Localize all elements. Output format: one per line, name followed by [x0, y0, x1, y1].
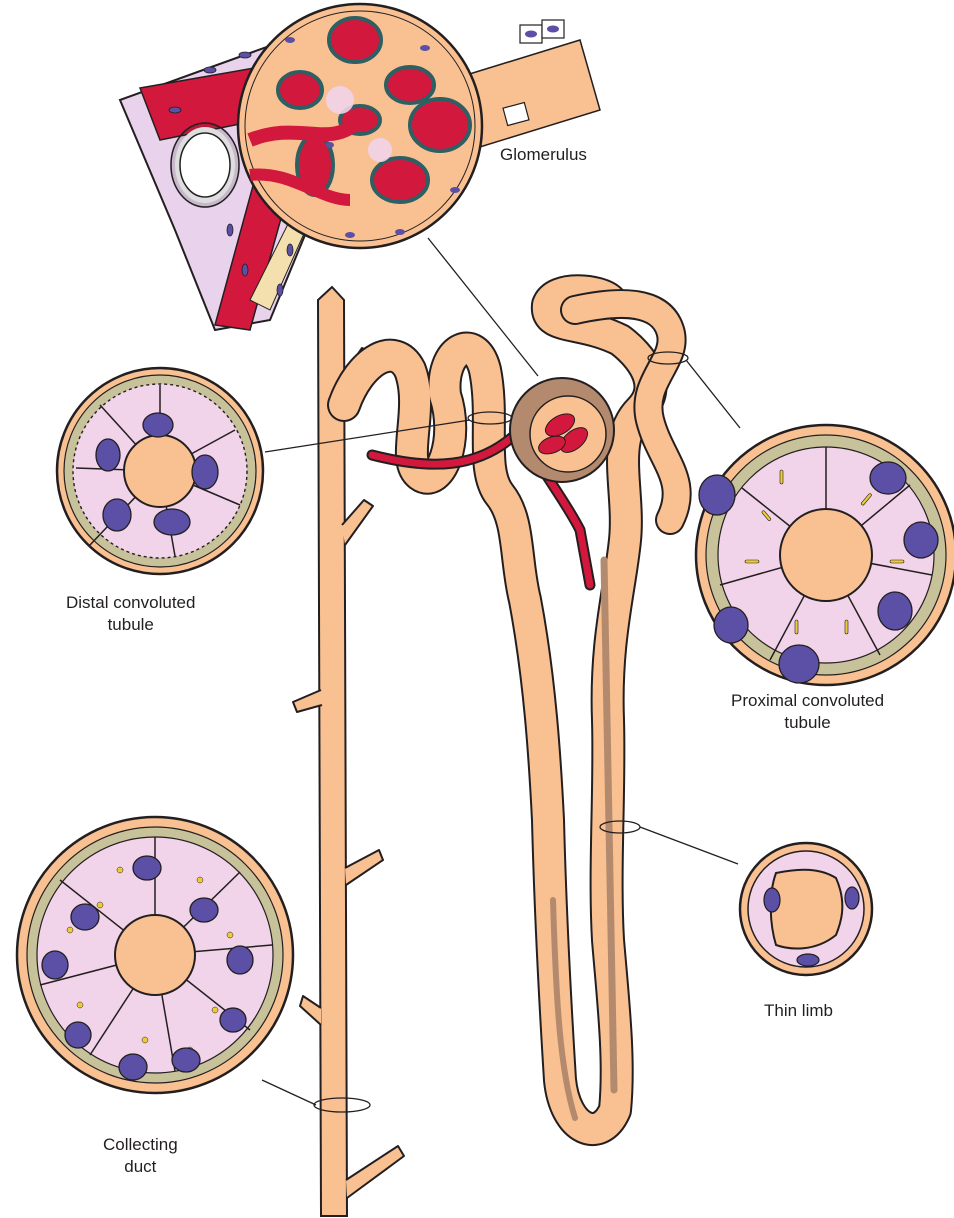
- distal-convoluted-tubule-label: Distal convoluted tubule: [66, 592, 195, 636]
- collecting-duct-cross-section: [17, 817, 293, 1093]
- collecting-duct-label: Collecting duct: [103, 1134, 178, 1178]
- proximal-convoluted-tubule-label: Proximal convoluted tubule: [731, 690, 884, 734]
- proximal-label-line2: tubule: [731, 712, 884, 734]
- distal-label-line2: tubule: [66, 614, 195, 636]
- nephron-tubule: [344, 291, 677, 1129]
- glomerulus-illustration: [120, 4, 600, 330]
- proximal-label-line1: Proximal convoluted: [731, 690, 884, 712]
- collecting-label-line1: Collecting: [103, 1134, 178, 1156]
- distal-cross-section: [57, 368, 263, 574]
- distal-label-line1: Distal convoluted: [66, 592, 195, 614]
- thin-limb-label: Thin limb: [764, 1000, 833, 1022]
- thin-limb-cross-section: [740, 843, 872, 975]
- collecting-duct-tube: [293, 287, 404, 1216]
- collecting-label-line2: duct: [103, 1156, 178, 1178]
- proximal-cross-section: [696, 425, 954, 685]
- glomerulus-label: Glomerulus: [500, 144, 587, 166]
